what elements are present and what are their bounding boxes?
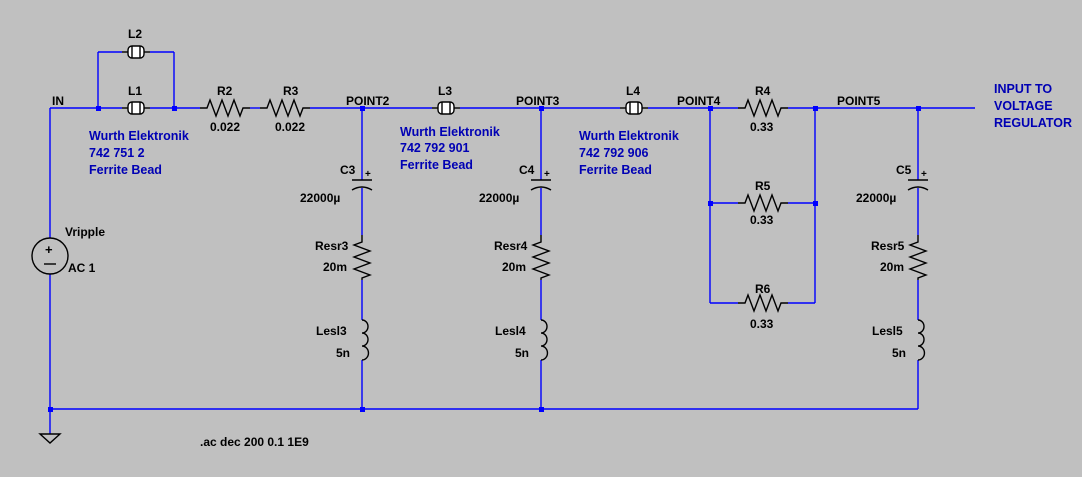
- value-resr3: 20m: [323, 260, 347, 274]
- value-lesl4: 5n: [515, 346, 529, 360]
- value-c3: 22000µ: [300, 191, 340, 205]
- ground-icon: [38, 433, 62, 444]
- bead-annotations: Wurth Elektronik 742 751 2 Ferrite Bead …: [89, 125, 679, 177]
- bead1-line1: Wurth Elektronik: [89, 129, 189, 143]
- bead3-line3: Ferrite Bead: [400, 158, 473, 172]
- ac-voltage-source[interactable]: +: [31, 237, 69, 275]
- bead1-line2: 742 751 2: [89, 146, 145, 160]
- svg-text:+: +: [544, 169, 550, 180]
- label-c4: C4: [519, 163, 535, 177]
- bead3-line2: 742 792 901: [400, 141, 470, 155]
- bead1-line3: Ferrite Bead: [89, 163, 162, 177]
- net-label-point3: POINT3: [516, 94, 560, 108]
- component-labels: L2 L1 L3 L4 R2 0.022 R3 0.022 R4 0.33 R5…: [65, 27, 912, 360]
- label-lesl3: Lesl3: [316, 324, 347, 338]
- label-r2: R2: [217, 84, 233, 98]
- value-r5: 0.33: [750, 213, 774, 227]
- capacitor-c3[interactable]: +: [351, 169, 373, 191]
- resistor-r5[interactable]: [738, 193, 788, 213]
- resistor-resr4[interactable]: [531, 235, 551, 280]
- bead4-line2: 742 792 906: [579, 146, 649, 160]
- label-c5: C5: [896, 163, 912, 177]
- regulator-label-line3: REGULATOR: [994, 116, 1072, 130]
- net-label-point2: POINT2: [346, 94, 390, 108]
- value-lesl3: 5n: [336, 346, 350, 360]
- bead4-line1: Wurth Elektronik: [579, 129, 679, 143]
- label-r3: R3: [283, 84, 299, 98]
- label-lesl4: Lesl4: [495, 324, 526, 338]
- value-c5: 22000µ: [856, 191, 896, 205]
- inductor-lesl3[interactable]: [361, 319, 370, 361]
- value-c4: 22000µ: [479, 191, 519, 205]
- bead4-line3: Ferrite Bead: [579, 163, 652, 177]
- value-r6: 0.33: [750, 317, 774, 331]
- ferrite-bead-l2[interactable]: [122, 45, 150, 59]
- svg-text:+: +: [365, 169, 371, 180]
- ferrite-bead-l3[interactable]: [432, 101, 460, 115]
- label-vripple: Vripple: [65, 225, 105, 239]
- net-label-point5: POINT5: [837, 94, 881, 108]
- label-resr3: Resr3: [315, 239, 349, 253]
- resistor-resr5[interactable]: [908, 235, 928, 280]
- label-l3: L3: [438, 84, 452, 98]
- resistor-r3[interactable]: [260, 98, 310, 118]
- label-c3: C3: [340, 163, 356, 177]
- label-r4: R4: [755, 84, 771, 98]
- capacitor-c5[interactable]: +: [907, 169, 929, 191]
- label-l2: L2: [128, 27, 142, 41]
- value-vripple: AC 1: [68, 261, 96, 275]
- svg-text:+: +: [921, 169, 927, 180]
- value-r2: 0.022: [210, 120, 240, 134]
- regulator-label-line1: INPUT TO: [994, 82, 1052, 96]
- inductor-lesl5[interactable]: [917, 319, 926, 361]
- label-resr4: Resr4: [494, 239, 528, 253]
- inductor-lesl4[interactable]: [540, 319, 549, 361]
- resistor-resr3[interactable]: [352, 235, 372, 280]
- label-r6: R6: [755, 282, 771, 296]
- spice-directive[interactable]: .ac dec 200 0.1 1E9: [200, 435, 309, 449]
- capacitor-c4[interactable]: +: [530, 169, 552, 191]
- regulator-label-line2: VOLTAGE: [994, 99, 1053, 113]
- value-lesl5: 5n: [892, 346, 906, 360]
- value-resr5: 20m: [880, 260, 904, 274]
- value-r4: 0.33: [750, 120, 774, 134]
- value-resr4: 20m: [502, 260, 526, 274]
- label-l1: L1: [128, 84, 142, 98]
- label-lesl5: Lesl5: [872, 324, 903, 338]
- net-labels: IN POINT2 POINT3 POINT4 POINT5 INPUT TO …: [52, 82, 1072, 130]
- net-label-point4: POINT4: [677, 94, 721, 108]
- resistor-r4[interactable]: [738, 98, 788, 118]
- svg-text:+: +: [45, 242, 53, 257]
- ferrite-bead-l1[interactable]: [122, 101, 150, 115]
- value-r3: 0.022: [275, 120, 305, 134]
- label-r5: R5: [755, 179, 771, 193]
- bead3-line1: Wurth Elektronik: [400, 125, 500, 139]
- resistor-r6[interactable]: [738, 293, 788, 313]
- label-resr5: Resr5: [871, 239, 905, 253]
- net-label-in: IN: [52, 94, 64, 108]
- ferrite-bead-l4[interactable]: [620, 101, 648, 115]
- resistor-r2[interactable]: [200, 98, 250, 118]
- junctions: [48, 106, 921, 412]
- label-l4: L4: [626, 84, 640, 98]
